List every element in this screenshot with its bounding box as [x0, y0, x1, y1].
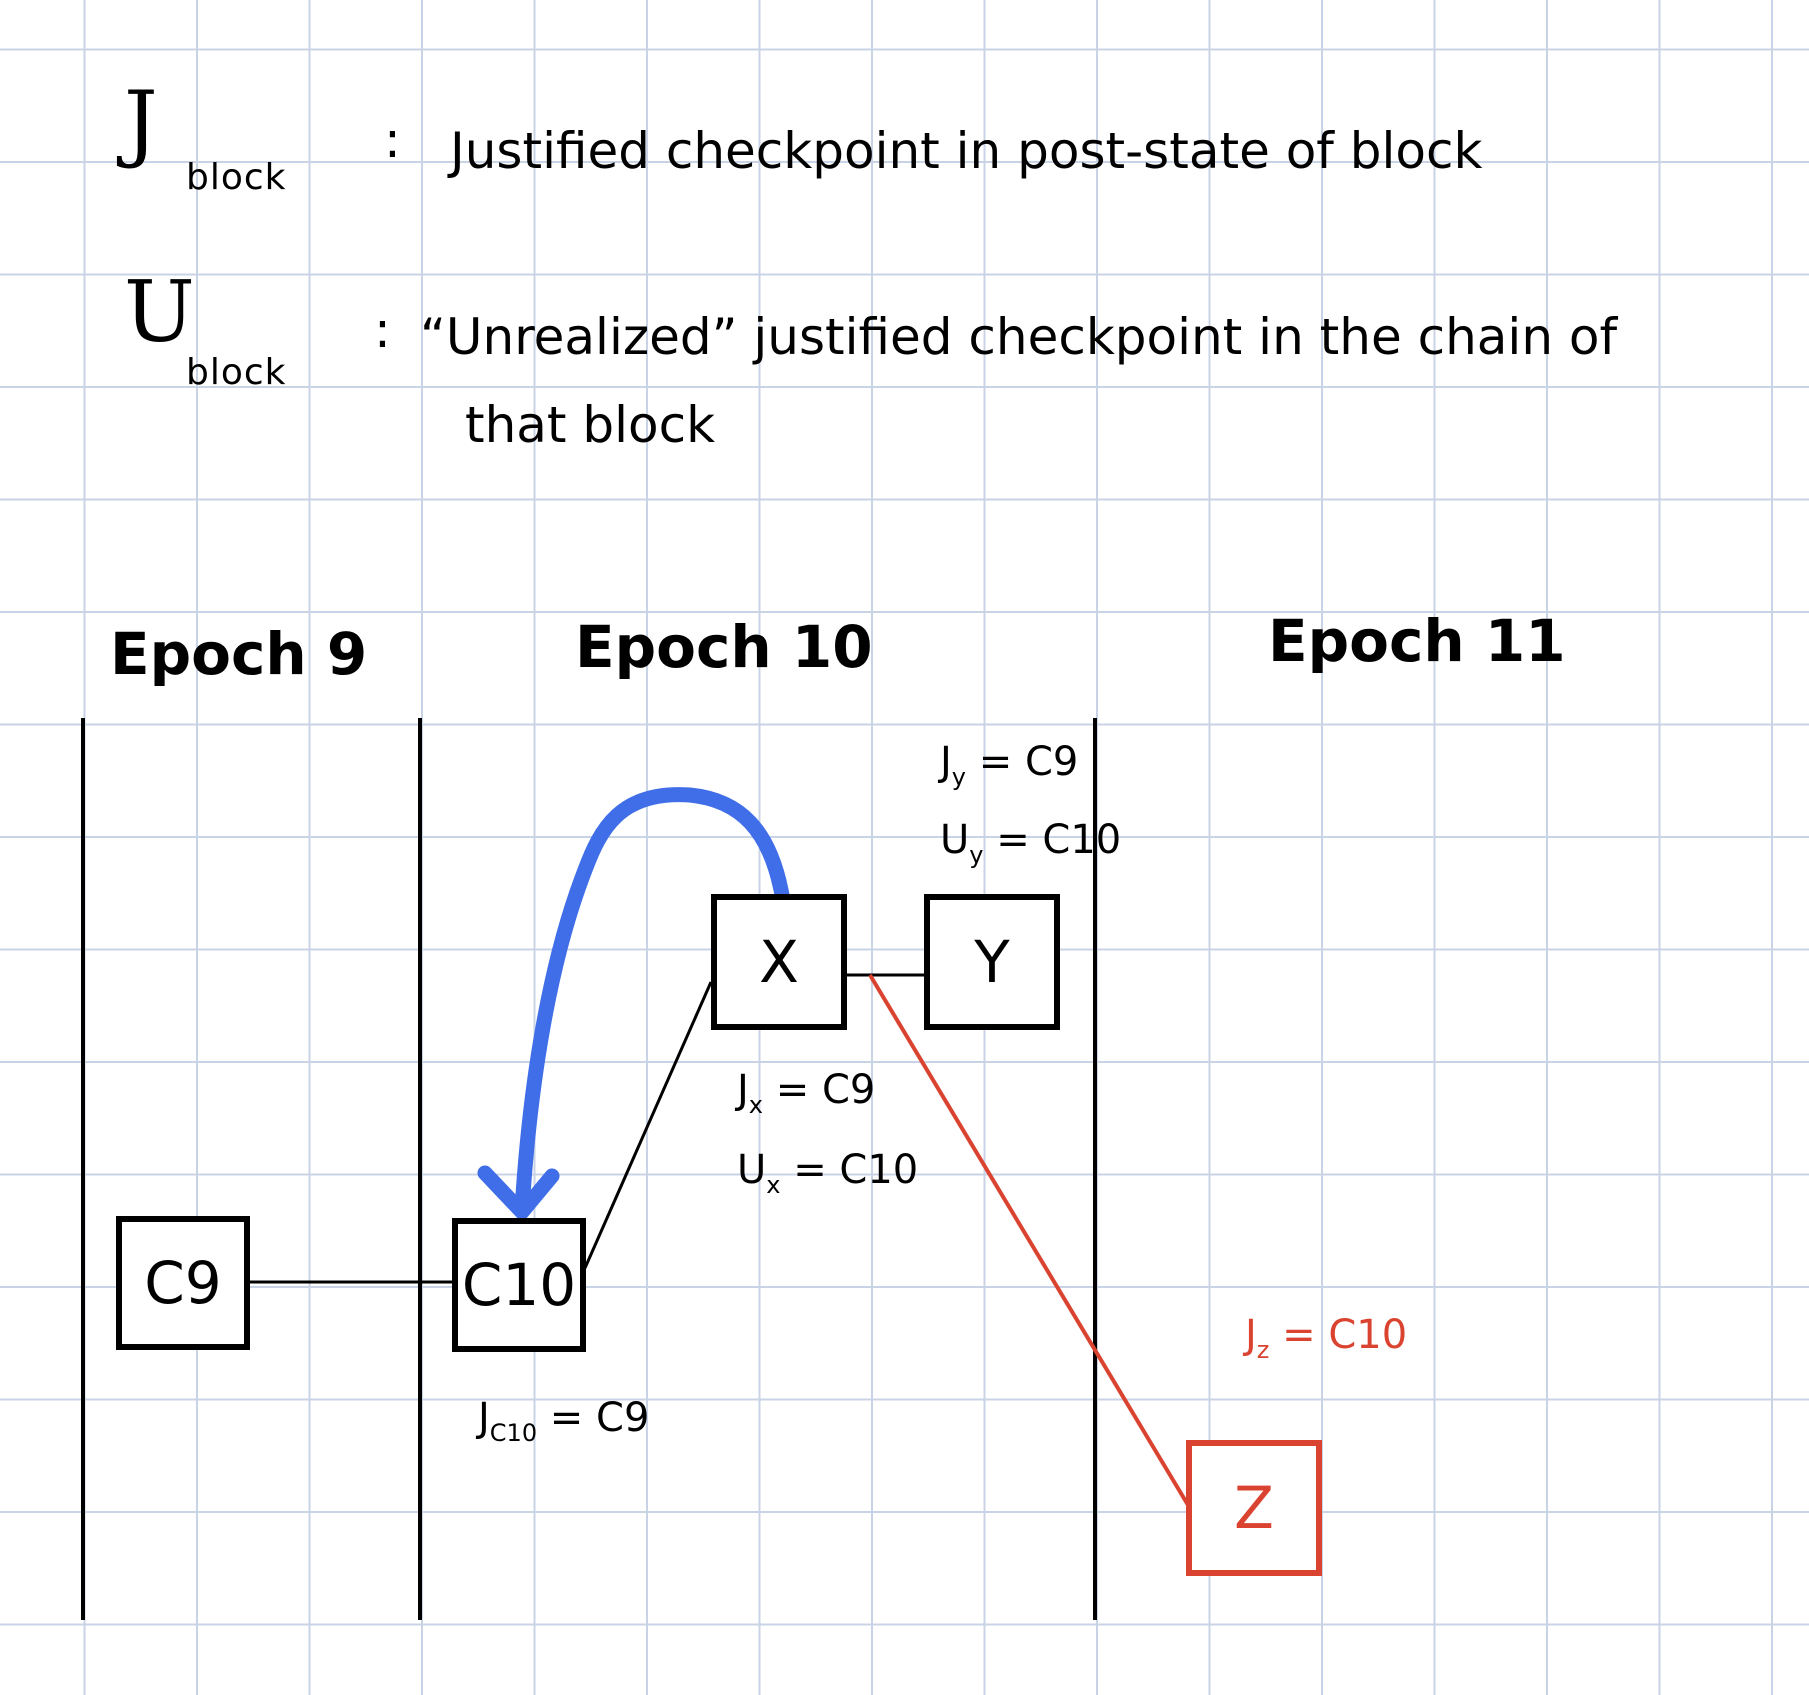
- legend-u-subscript: block: [186, 352, 287, 393]
- block-y[interactable]: Y: [924, 894, 1060, 1030]
- legend-j-subscript: block: [186, 157, 287, 198]
- block-x[interactable]: X: [711, 894, 847, 1030]
- annotation-uy: Uy = C10: [940, 817, 1122, 869]
- block-z[interactable]: Z: [1186, 1440, 1322, 1576]
- annotation-jy: Jy = C9: [940, 739, 1079, 791]
- block-z-label: Z: [1234, 1474, 1274, 1542]
- epoch-label-9: Epoch 9: [110, 620, 368, 688]
- legend-j-definition: Justified checkpoint in post-state of bl…: [450, 122, 1483, 180]
- annotation-jx: Jx = C9: [737, 1067, 876, 1119]
- block-c9[interactable]: C9: [116, 1216, 250, 1350]
- annotation-jz: Jz = C10: [1245, 1312, 1408, 1364]
- epoch-label-10: Epoch 10: [575, 613, 873, 681]
- block-y-label: Y: [974, 928, 1010, 996]
- legend-u-symbol: U: [124, 263, 195, 361]
- link-x-z: [868, 973, 1190, 1507]
- block-c9-label: C9: [144, 1249, 222, 1317]
- annotation-jc10: JC10 = C9: [478, 1395, 650, 1447]
- unrealized-justification-arrow: [514, 787, 790, 1218]
- block-c10[interactable]: C10: [452, 1218, 586, 1352]
- legend-u-definition-line1: “Unrealized” justified checkpoint in the…: [420, 308, 1618, 366]
- legend-j-colon: :: [384, 111, 401, 169]
- block-x-label: X: [759, 928, 799, 996]
- block-c10-label: C10: [461, 1251, 577, 1319]
- legend-u-colon: :: [374, 301, 391, 359]
- link-c10-x: [583, 981, 713, 1269]
- legend-u-definition-line2: that block: [465, 396, 716, 454]
- legend-j-symbol: J: [124, 73, 158, 171]
- arrow-head-icon: [477, 1165, 560, 1220]
- annotation-ux: Ux = C10: [737, 1147, 919, 1199]
- epoch-label-11: Epoch 11: [1268, 607, 1566, 675]
